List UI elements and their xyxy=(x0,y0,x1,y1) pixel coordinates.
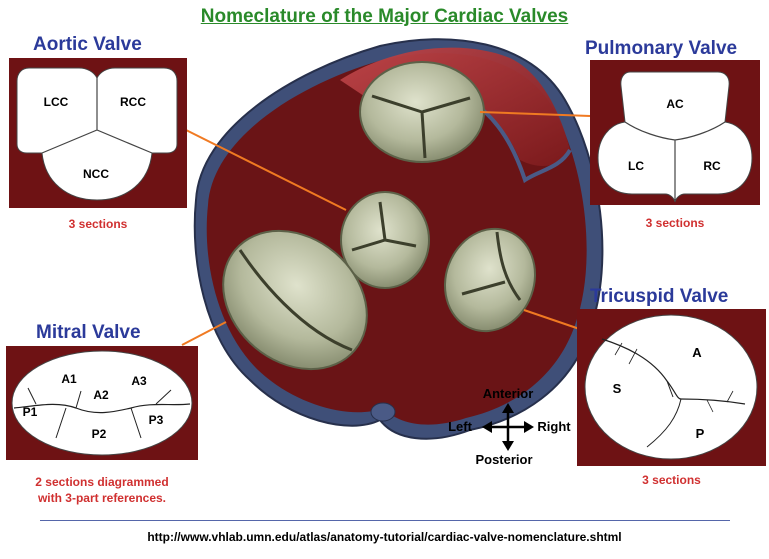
pulmonary-label-rc: RC xyxy=(703,159,721,173)
pulmonary-leader-line xyxy=(479,111,591,117)
arrow-left-icon xyxy=(482,421,492,433)
mitral-valve-diagram: A1 A2 A3 P1 P2 P3 xyxy=(6,346,198,460)
pulmonary-valve-diagram: AC LC RC xyxy=(590,60,760,205)
mitral-caption-line1: 2 sections diagrammed xyxy=(35,475,169,489)
mitral-label-p3: P3 xyxy=(149,413,164,427)
aortic-caption: 3 sections xyxy=(68,217,128,231)
aortic-label-ncc: NCC xyxy=(83,167,109,181)
pulmonary-label-lc: LC xyxy=(628,159,644,173)
mitral-valve-3d xyxy=(222,229,368,371)
pulmonary-valve-title: Pulmonary Valve xyxy=(585,38,738,59)
source-url: http://www.vhlab.umn.edu/atlas/anatomy-t… xyxy=(147,530,622,544)
aortic-valve-title: Aortic Valve xyxy=(33,34,142,55)
mitral-label-p2: P2 xyxy=(92,427,107,441)
aortic-leader-line xyxy=(185,129,347,211)
arrow-up-icon xyxy=(502,403,514,413)
aortic-valve-diagram: LCC RCC NCC xyxy=(9,58,187,208)
mitral-label-a3: A3 xyxy=(131,374,147,388)
compass-posterior: Posterior xyxy=(475,452,532,467)
aortic-label-rcc: RCC xyxy=(120,95,146,109)
mitral-label-a2: A2 xyxy=(93,388,109,402)
mitral-caption-line2: with 3-part references. xyxy=(37,491,167,505)
mitral-valve-title: Mitral Valve xyxy=(36,322,141,343)
pulmonary-label-ac: AC xyxy=(666,97,684,111)
tricuspid-caption: 3 sections xyxy=(642,473,701,487)
arrow-right-icon xyxy=(524,421,534,433)
mitral-caption: 2 sections diagrammed with 3-part refere… xyxy=(6,474,198,506)
pulmonary-caption: 3 sections xyxy=(645,216,705,230)
footer-divider xyxy=(40,520,730,521)
tricuspid-valve-3d xyxy=(443,227,537,333)
compass-left: Left xyxy=(448,419,473,434)
aortic-valve-3d xyxy=(340,191,430,289)
orientation-compass: Anterior Posterior Left Right xyxy=(448,386,571,467)
rim-knob xyxy=(370,402,396,422)
tricuspid-label-p: P xyxy=(696,426,705,441)
page-title: Nomeclature of the Major Cardiac Valves xyxy=(200,6,569,27)
pulmonary-valve-3d xyxy=(359,61,485,163)
mitral-leader-line xyxy=(181,321,227,346)
mitral-label-p1: P1 xyxy=(23,405,38,419)
mitral-label-a1: A1 xyxy=(61,372,77,386)
compass-right: Right xyxy=(537,419,571,434)
arrow-down-icon xyxy=(502,441,514,451)
tricuspid-label-s: S xyxy=(613,381,622,396)
tricuspid-label-a: A xyxy=(692,345,702,360)
tricuspid-valve-diagram: A S P xyxy=(577,309,766,466)
aortic-label-lcc: LCC xyxy=(44,95,69,109)
compass-anterior: Anterior xyxy=(483,386,534,401)
tricuspid-valve-title: Tricuspid Valve xyxy=(590,286,729,307)
